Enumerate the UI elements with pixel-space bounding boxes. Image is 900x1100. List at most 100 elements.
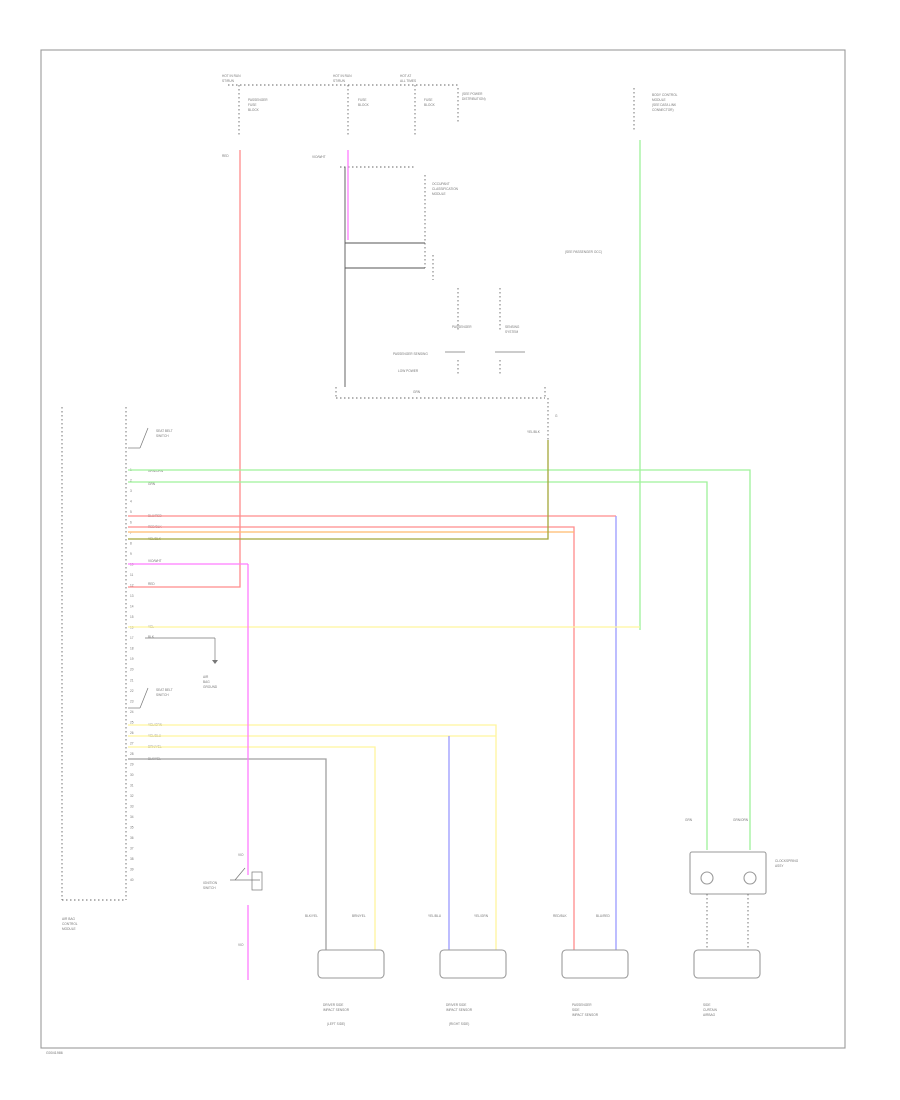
clockspring-label-1: CLOCKSPRING: [775, 859, 799, 863]
connector-pin-label: 37: [130, 846, 134, 850]
c2-label-2: IMPACT SENSOR: [446, 1008, 473, 1012]
connector-pin-label: 27: [130, 741, 134, 745]
footer-code: G0041986: [46, 1051, 63, 1055]
wire-olive: [128, 440, 549, 540]
c4-wire-r: GRN/ORN: [733, 818, 749, 822]
c1-wire-r: BRN/YEL: [352, 914, 366, 918]
connector-pin-label: 40: [130, 878, 134, 882]
connector-pin-label: 26: [130, 731, 134, 735]
sensor-3: RED/BLK BLU/RED PASSENGER SIDE IMPACT SE…: [553, 914, 629, 1017]
connector-pin-label: 6: [130, 521, 132, 525]
sensor-2: YEL/BLU YEL/GRN DRIVER SIDE IMPACT SENSO…: [428, 914, 507, 1026]
wire-tag-1: GRN/ORN: [148, 469, 164, 473]
ground-desc-3: GROUND: [203, 685, 218, 689]
wire-red-main: [128, 150, 241, 588]
switch1-arm: [139, 427, 149, 449]
wire-green: [128, 481, 708, 850]
connector-pin-label: 11: [130, 573, 134, 577]
connector-pin-label: 18: [130, 647, 134, 651]
c4-label-1: SIDE: [703, 1003, 710, 1007]
c2-wire-r: YEL/GRN: [474, 914, 489, 918]
c3-label-1: PASSENGER: [572, 1003, 592, 1007]
connector-pin-label: 17: [130, 636, 134, 640]
connector-pin-labels: 1234567891011121314151617181920212223242…: [130, 468, 134, 882]
connector-pin-label: 29: [130, 762, 134, 766]
fuse-right-desc-3: (SEE DATA LINK: [652, 103, 677, 107]
c4-wire-l: GRN: [685, 818, 693, 822]
ignition-switch: VIO IGNITION SWITCH VIO: [203, 853, 263, 947]
seat-belt-switch-2: SEAT BELT SWITCH: [128, 687, 173, 709]
c1-sub: (LEFT SIDE): [327, 1022, 345, 1026]
fuse3-desc-2: BLOCK: [424, 103, 436, 107]
c3-label-2: SIDE: [572, 1008, 579, 1012]
connector-pin-label: 13: [130, 594, 134, 598]
connector-pin-label: 2: [130, 479, 132, 483]
wire-tag-9: BLK: [148, 635, 155, 639]
connector-pin-label: 31: [130, 783, 134, 787]
fuse3-note-1: (SEE POWER: [462, 92, 483, 96]
relay-label: (SEE PASSENGER OCC): [565, 250, 602, 254]
fuse2-top-label: HOT IN RUN: [333, 74, 352, 78]
fuse2-sub-label: ST/RUN: [333, 79, 346, 83]
air-bag-module: 1234567891011121314151617181920212223242…: [61, 407, 218, 931]
switch2-arm: [139, 687, 149, 709]
ign-label-1: IGNITION: [203, 881, 218, 885]
module-name-2: CONTROL: [62, 922, 78, 926]
clockspring-coil-1: [700, 871, 714, 885]
bus-tag: GRN: [413, 390, 421, 394]
c1-connector: [317, 949, 385, 979]
connector-pin-label: 28: [130, 752, 134, 756]
wire-tag-2: GRN: [148, 482, 156, 486]
violet-wire-tag: VIO/WHT: [312, 155, 326, 159]
c3-label-3: IMPACT SENSOR: [572, 1013, 599, 1017]
c4-connector: [693, 949, 761, 979]
connector-pin-label: 9: [130, 552, 132, 556]
module-name-3: MODULE: [62, 927, 76, 931]
wire-tag-6: VIO/WHT: [148, 559, 162, 563]
ground-tag: G: [555, 414, 558, 418]
c2-label-1: DRIVER SIDE: [446, 1003, 466, 1007]
sensor-1: BLK/YEL BRN/YEL DRIVER SIDE IMPACT SENSO…: [305, 914, 385, 1026]
ign-wire-top: VIO: [238, 853, 244, 857]
module-name-1: AIR BAG: [62, 917, 75, 921]
connector-pin-label: 25: [130, 720, 134, 724]
clockspring: GRN GRN/ORN CLOCKSPRING ASSY SIDE CURTAI…: [685, 818, 799, 1017]
fuse1-desc-2: FUSE: [248, 103, 257, 107]
clockspring-box: [689, 851, 767, 895]
ground-symbol: [212, 660, 218, 664]
connector-pin-label: 7: [130, 531, 132, 535]
fuse1-top-label: HOT IN RUN: [222, 74, 241, 78]
fuse1-sub-label: ST/RUN: [222, 79, 235, 83]
wire-yellow-grn: [128, 724, 497, 950]
wire-red-black: [128, 526, 575, 950]
c1-label-1: DRIVER SIDE: [323, 1003, 343, 1007]
connector-pin-label: 20: [130, 668, 134, 672]
fuse3-top-label: HOT AT: [400, 74, 411, 78]
relay-desc-3: MODULE: [432, 192, 446, 196]
fuse-right-desc-4: CONNECTOR): [652, 108, 674, 112]
relay-desc-2: CLASSIFICATION: [432, 187, 459, 191]
connector-pin-label: 33: [130, 804, 134, 808]
bottom-components: VIO IGNITION SWITCH VIO BLK/YEL BRN/YEL …: [203, 818, 799, 1026]
fuse3-sub-label: ALL TIMES: [400, 79, 416, 83]
fuse3-desc-1: FUSE: [424, 98, 433, 102]
system-label-2: SENSING: [505, 325, 520, 329]
wire-brown-yellow: [128, 746, 376, 950]
c4-label-3: AIRBAG: [703, 1013, 716, 1017]
connector-pin-label: 15: [130, 615, 134, 619]
connector-pin-label: 30: [130, 773, 134, 777]
switch1-label-1: SEAT BELT: [156, 429, 173, 433]
connector-pin-label: 8: [130, 542, 132, 546]
wire-green-orange: [128, 469, 751, 850]
fuse-block-section: HOT IN RUN ST/RUN PASSENGER FUSE BLOCK R…: [222, 74, 678, 158]
fuse1-desc-3: BLOCK: [248, 108, 260, 112]
connector-pin-label: 3: [130, 489, 132, 493]
seat-belt-switch-1: SEAT BELT SWITCH: [128, 427, 173, 449]
ign-wire-bot: VIO: [238, 943, 244, 947]
connector-pin-label: 36: [130, 836, 134, 840]
wire-black-yellow: [128, 758, 327, 950]
fuse2-desc-2: BLOCK: [358, 103, 370, 107]
fuse3-note-2: DISTRIBUTION): [462, 97, 486, 101]
c1-label-2: IMPACT SENSOR: [323, 1008, 350, 1012]
